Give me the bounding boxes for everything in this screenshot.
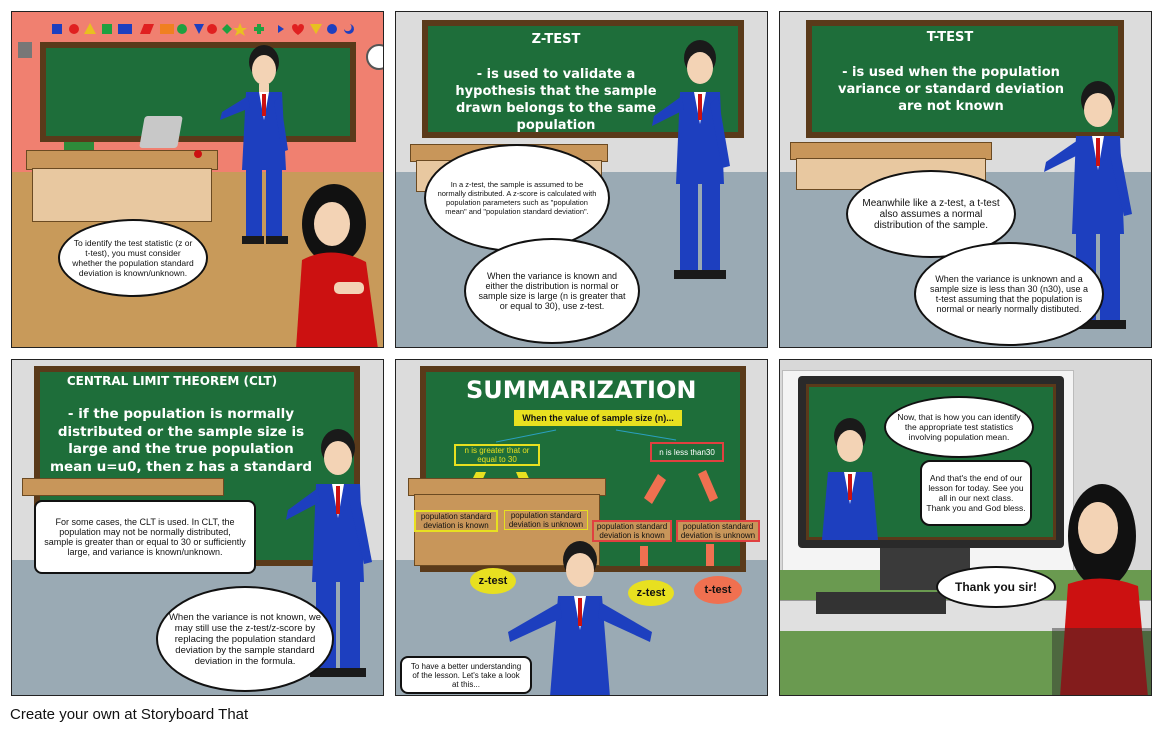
speech-bubble-3: Thank you sir!	[936, 566, 1056, 608]
apple-icon	[194, 150, 202, 158]
bubble-text: And that's the end of our lesson for tod…	[926, 473, 1026, 513]
teacher-on-screen	[814, 414, 894, 540]
bubble-text: In a z-test, the sample is assumed to be…	[437, 180, 597, 216]
panel-4: CENTRAL LIMIT THEOREM (CLT) - if the pop…	[11, 359, 384, 696]
chalkboard	[40, 42, 356, 142]
ztest-right-oval: z-test	[628, 580, 674, 606]
panel-1: To identify the test statistic (z or t-t…	[11, 11, 384, 348]
speech-bubble-2: When the variance is not known, we may s…	[156, 586, 334, 692]
trash-bin-icon	[18, 42, 32, 58]
right-known-box: population standard deviation is known	[592, 520, 672, 542]
speech-bubble-2: When the variance is known and either th…	[464, 238, 640, 344]
teacher-icon	[220, 45, 288, 244]
panel-2: Z-TEST - is used to validate a hypothesi…	[395, 11, 768, 348]
right-unknown-box: population standard deviation is unknown	[676, 520, 760, 542]
teacher-icon	[652, 40, 730, 279]
bubble-text: When the variance is known and either th…	[478, 271, 626, 311]
root-box: When the value of sample size (n)...	[514, 410, 682, 426]
student-figure	[1052, 478, 1151, 695]
left-known-box: population standard deviation is known	[414, 510, 498, 532]
speech-bubble-2: When the variance is unknown and a sampl…	[914, 242, 1104, 346]
speech-bubble: To identify the test statistic (z or t-t…	[58, 219, 208, 297]
student-figure	[274, 182, 383, 347]
bubble-text: Now, that is how you can identify the ap…	[897, 412, 1021, 442]
left-branch-box: n is greater that or equal to 30	[454, 444, 540, 466]
teacher-figure	[212, 40, 292, 246]
shapes-banner-icon	[52, 23, 354, 36]
chalkboard	[806, 20, 1124, 138]
books-icon	[64, 142, 94, 150]
bubble-text: For some cases, the CLT is used. In CLT,…	[44, 517, 246, 557]
bubble-text: When the variance is unknown and a sampl…	[929, 274, 1089, 314]
board-body: - is used to validate a hypothesis that …	[455, 67, 657, 133]
speech-bubble-1: For some cases, the CLT is used. In CLT,…	[34, 500, 256, 574]
right-branch-box: n is less than30	[650, 442, 724, 462]
bubble-text: When the variance is not known, we may s…	[168, 611, 322, 667]
board-title: CENTRAL LIMIT THEOREM (CLT)	[66, 374, 278, 388]
teacher-desk	[22, 478, 224, 496]
bubble-text: Meanwhile like a z-test, a t-test also a…	[862, 197, 1000, 231]
speech-bubble-2: And that's the end of our lesson for tod…	[920, 460, 1032, 526]
teacher-desk	[26, 150, 218, 170]
panel-5: SUMMARIZATION When the value of sample s…	[395, 359, 768, 696]
laptop-icon	[139, 116, 183, 148]
teacher-figure	[1042, 74, 1138, 332]
bubble-text: Thank you sir!	[954, 580, 1037, 594]
footer-credit[interactable]: Create your own at Storyboard That	[10, 706, 249, 723]
caption-text: To have a better understanding of the le…	[410, 661, 522, 689]
ttest-oval: t-test	[694, 576, 742, 604]
teacher-figure	[648, 34, 738, 284]
teacher-icon	[508, 541, 652, 695]
speech-bubble-1: Now, that is how you can identify the ap…	[884, 396, 1034, 458]
shapes-banner	[12, 20, 383, 40]
keyboard-icon	[816, 592, 946, 614]
desk-body	[32, 168, 212, 222]
teacher-figure	[500, 536, 660, 695]
ztest-left-oval: z-test	[470, 568, 516, 594]
caption-bubble: To have a better understanding of the le…	[400, 656, 532, 694]
panel-6: Now, that is how you can identify the ap…	[779, 359, 1152, 696]
board-title: Z-TEST	[531, 32, 581, 47]
student-icon	[1052, 484, 1151, 695]
board-title: T-TEST	[926, 30, 974, 45]
panel-3: T-TEST - is used when the population var…	[779, 11, 1152, 348]
teacher-icon	[822, 418, 878, 540]
board-body: - is used when the population variance o…	[837, 65, 1065, 114]
board-title: SUMMARIZATION	[466, 376, 697, 404]
board-body: - if the population is normally distribu…	[49, 406, 313, 492]
clock-icon	[366, 44, 383, 70]
left-unknown-box: population standard deviation is unknown	[504, 510, 588, 530]
student-icon	[296, 184, 378, 347]
teacher-icon	[1044, 81, 1132, 329]
speech-bubble-1: In a z-test, the sample is assumed to be…	[424, 144, 610, 252]
bubble-text: To identify the test statistic (z or t-t…	[72, 238, 194, 278]
